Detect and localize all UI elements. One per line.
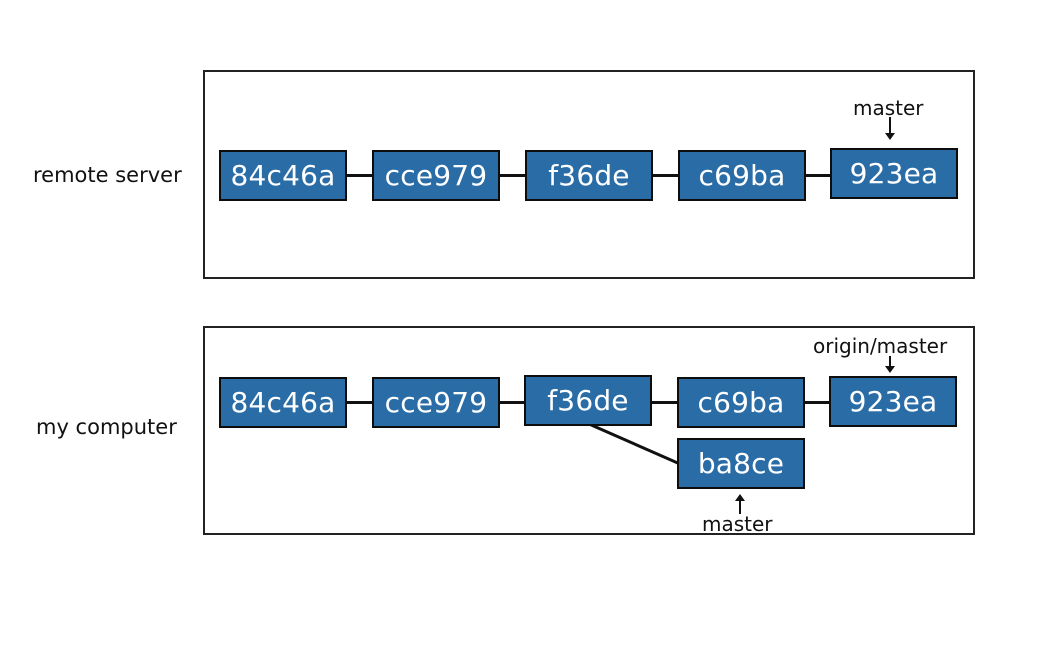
local-link-4 — [805, 401, 832, 404]
remote-link-4 — [805, 174, 832, 177]
remote-link-2 — [499, 174, 526, 177]
remote-server-label: remote server — [33, 163, 182, 187]
remote-master-arrow-head — [885, 133, 895, 140]
local-master-arrow-head — [735, 494, 745, 501]
remote-commit-c69ba: c69ba — [678, 150, 806, 201]
origin-master-label: origin/master — [813, 334, 948, 358]
local-commit-f36de: f36de — [524, 375, 652, 426]
remote-link-1 — [346, 174, 373, 177]
remote-commit-84c46a: 84c46a — [219, 150, 347, 201]
remote-master-arrow-shaft — [889, 117, 891, 134]
local-master-arrow-shaft — [739, 500, 741, 514]
remote-link-3 — [652, 174, 679, 177]
my-computer-label: my computer — [36, 415, 177, 439]
local-master-label: master — [702, 512, 773, 536]
local-commit-ba8ce: ba8ce — [677, 438, 805, 489]
origin-master-arrow-head — [885, 366, 895, 373]
origin-master-arrow-shaft — [889, 356, 891, 368]
remote-commit-f36de: f36de — [525, 150, 653, 201]
remote-master-label: master — [853, 96, 924, 120]
remote-commit-923ea: 923ea — [830, 148, 958, 199]
local-commit-cce979: cce979 — [372, 377, 500, 428]
local-commit-923ea: 923ea — [829, 376, 957, 427]
local-link-1 — [346, 401, 373, 404]
local-commit-84c46a: 84c46a — [219, 377, 347, 428]
my-computer-panel — [203, 326, 975, 535]
local-commit-c69ba: c69ba — [677, 377, 805, 428]
local-link-2 — [499, 401, 526, 404]
local-link-3 — [652, 401, 679, 404]
remote-commit-cce979: cce979 — [372, 150, 500, 201]
